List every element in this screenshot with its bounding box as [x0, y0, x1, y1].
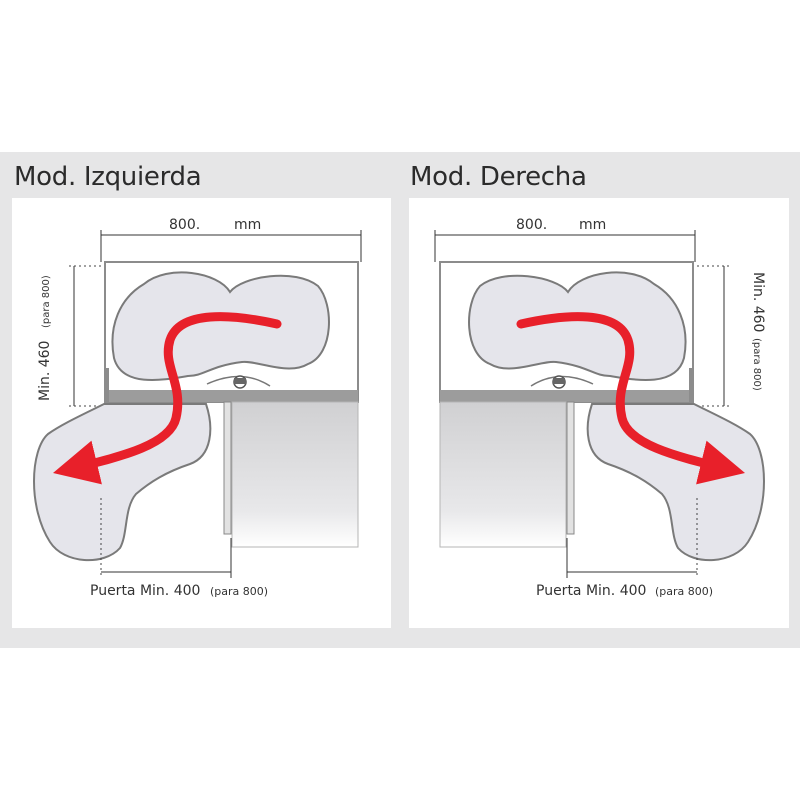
- width-dimension: 800. mm: [100, 217, 362, 262]
- width-unit: mm: [234, 217, 261, 233]
- right-panel-title: Mod. Derecha: [410, 162, 587, 192]
- adjacent-door: [223, 401, 359, 548]
- door-note-label: (para 800): [655, 585, 713, 598]
- width-value: 800.: [169, 217, 200, 233]
- right-diagram-panel: 800. mm Min. 460 (para 800): [409, 198, 789, 628]
- depth-dimension: Min. 460 (para 800): [37, 265, 104, 407]
- width-dimension: 800. mm: [434, 217, 696, 262]
- outer-tray: [586, 403, 765, 561]
- left-diagram-panel: 800. mm Min. 460 (para 800): [12, 198, 391, 628]
- width-value: 800.: [516, 217, 547, 233]
- motion-arrow: [516, 312, 746, 485]
- right-diagram: 800. mm Min. 460 (para 800): [434, 217, 766, 599]
- motion-arrow: [52, 312, 282, 485]
- left-diagram: 800. mm Min. 460 (para 800): [33, 217, 362, 599]
- door-dimension: Puerta Min. 400 (para 800): [90, 498, 268, 599]
- inner-tray: [468, 271, 687, 382]
- depth-min-label: Min. 460: [37, 341, 53, 401]
- door-note-label: (para 800): [210, 585, 268, 598]
- door-min-label: Puerta Min. 400: [90, 583, 200, 599]
- width-unit: mm: [579, 217, 606, 233]
- pivot-mechanism: [530, 375, 594, 389]
- depth-dimension: Min. 460 (para 800): [697, 265, 766, 407]
- door-dimension: Puerta Min. 400 (para 800): [536, 498, 713, 599]
- depth-note-label: (para 800): [41, 275, 52, 328]
- depth-note-label: (para 800): [751, 338, 762, 391]
- pivot-mechanism: [206, 375, 271, 389]
- door-min-label: Puerta Min. 400: [536, 583, 646, 599]
- left-panel-title: Mod. Izquierda: [14, 162, 202, 192]
- outer-tray: [33, 403, 212, 561]
- adjacent-door: [439, 401, 575, 548]
- inner-tray: [111, 271, 330, 382]
- depth-min-label: Min. 460: [750, 272, 766, 332]
- cabinet-frame: [439, 261, 694, 403]
